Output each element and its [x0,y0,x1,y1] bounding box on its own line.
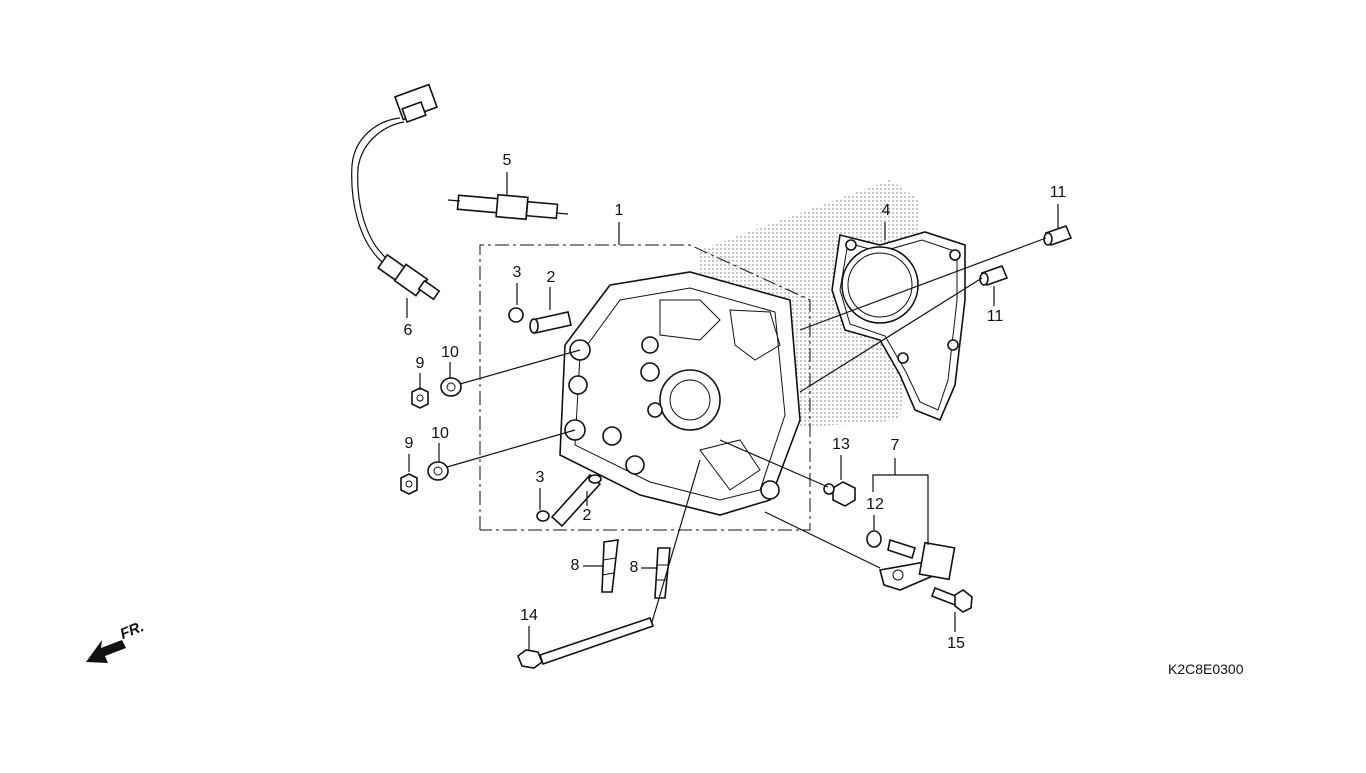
leader-washer-upper [459,349,581,385]
nut-upper [411,387,429,409]
leader-sensor [764,511,881,569]
leader-dowel-upper [799,237,1047,331]
leader-long-bolt [651,459,701,623]
callout-9-lower: 9 [404,435,414,452]
dowel-pin-lower [979,264,1009,287]
oxygen-sensor [351,83,441,301]
callout-12: 12 [866,496,884,513]
o-ring-lower [536,510,550,522]
spark-plug [447,193,569,221]
callout-8-left: 8 [570,557,580,574]
o-ring-sensor [866,530,882,548]
sensor-bolt [930,586,973,613]
stud-bolt-right [654,547,671,599]
callout-15: 15 [947,635,965,652]
callout-11-lower: 11 [986,308,1004,325]
o-ring-upper [508,307,524,323]
diagram-code: K2C8E0300 [1168,661,1244,677]
temperature-sensor [879,538,956,591]
callout-6: 6 [403,322,413,339]
cylinder-head-gasket [831,231,966,422]
leader-washer-lower [446,429,576,468]
callout-2-lower: 2 [582,507,592,524]
washer-upper [440,377,462,397]
callout-14: 14 [520,607,538,624]
front-arrow-icon [86,640,126,663]
callout-7: 7 [890,437,900,454]
callout-4: 4 [881,202,891,219]
flange-bolt [823,481,856,507]
callout-11-upper: 11 [1049,184,1067,201]
nut-lower [400,473,418,495]
callout-2-upper: 2 [546,269,556,286]
callout-3-upper: 3 [512,264,522,281]
leader-dowel-lower [799,277,983,393]
callout-10-upper: 10 [441,344,459,361]
callout-13: 13 [832,436,850,453]
stud-bolt-left [601,539,619,593]
long-bolt [517,616,655,669]
stud-upper [529,311,572,334]
callout-1: 1 [614,202,624,219]
callout-3-lower: 3 [535,469,545,486]
callout-5: 5 [502,152,512,169]
leader-flange-bolt [719,439,829,488]
leader-7 [872,474,929,545]
callout-10-lower: 10 [431,425,449,442]
dowel-pin-upper [1043,224,1073,247]
assembly-boundary [479,244,811,531]
callout-8-right: 8 [629,559,639,576]
washer-lower [427,461,449,481]
callout-9-upper: 9 [415,355,425,372]
stud-lower [550,473,602,528]
